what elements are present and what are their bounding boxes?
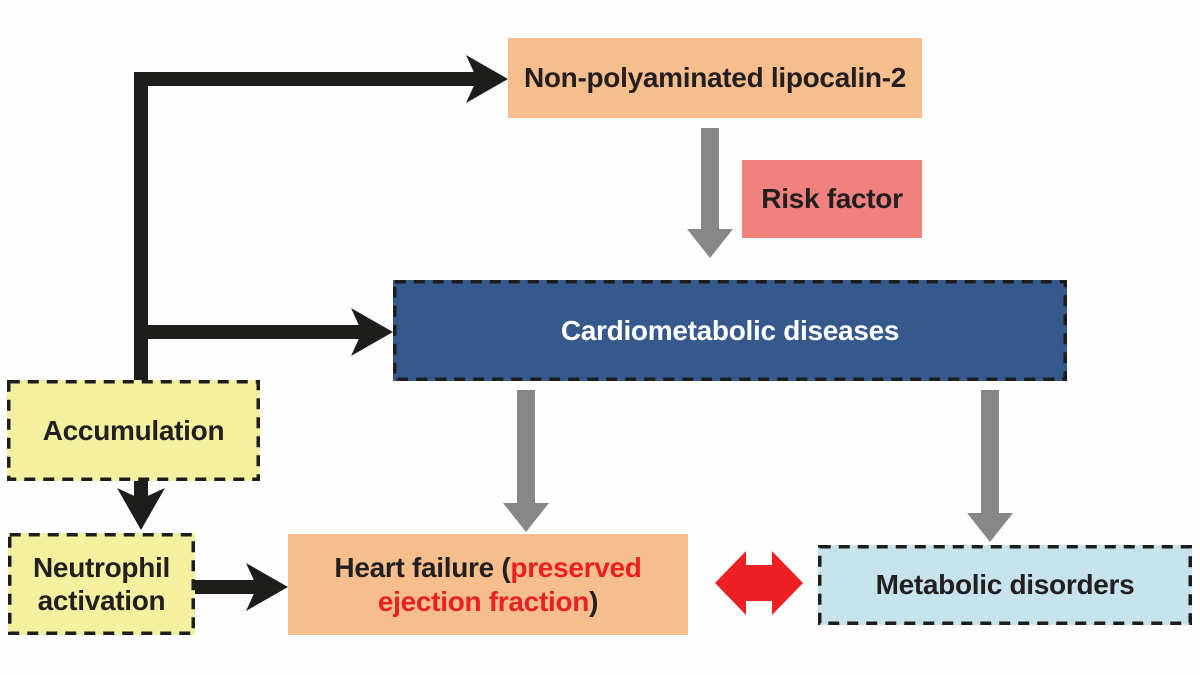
box-accumulation: Accumulation (7, 380, 260, 481)
trunk-connector (134, 55, 508, 380)
arrowhead-to-cardiometabolic (351, 308, 393, 356)
box-metabolic-disorders: Metabolic disorders (818, 545, 1192, 625)
double-arrow-heart-failure-metabolic (715, 551, 803, 615)
box-label: Cardiometabolic diseases (560, 314, 900, 346)
box-non-polyaminated-lipocalin-2: Non-polyaminated lipocalin-2 (508, 38, 922, 118)
arrow-cardiometabolic-to-heart-failure (503, 390, 549, 532)
arrow-accumulation-to-neutrophil (117, 481, 165, 530)
box-heart-failure: Heart failure (preserved ejection fracti… (288, 534, 688, 635)
heart-failure-suffix: ) (589, 585, 599, 617)
box-cardiometabolic-diseases: Cardiometabolic diseases (393, 280, 1067, 381)
box-label: Non-polyaminated lipocalin-2 (523, 62, 907, 94)
box-label: Risk factor (761, 183, 903, 215)
box-label: Heart failure (preserved ejection fracti… (308, 551, 668, 617)
arrow-lipocalin-to-cardiometabolic (687, 128, 733, 258)
box-neutrophil-activation: Neutrophil activation (8, 533, 195, 635)
box-label: Neutrophil activation (33, 551, 170, 616)
box-label: Metabolic disorders (875, 569, 1135, 601)
heart-failure-highlight: preserved ejection fraction (377, 552, 642, 617)
box-risk-factor: Risk factor (742, 160, 922, 238)
arrow-neutrophil-to-heart-failure (195, 563, 288, 611)
arrow-cardiometabolic-to-metabolic (967, 390, 1013, 542)
arrowhead-to-lipocalin (466, 55, 508, 103)
heart-failure-prefix: Heart failure ( (334, 552, 511, 584)
box-label: Accumulation (42, 414, 225, 446)
